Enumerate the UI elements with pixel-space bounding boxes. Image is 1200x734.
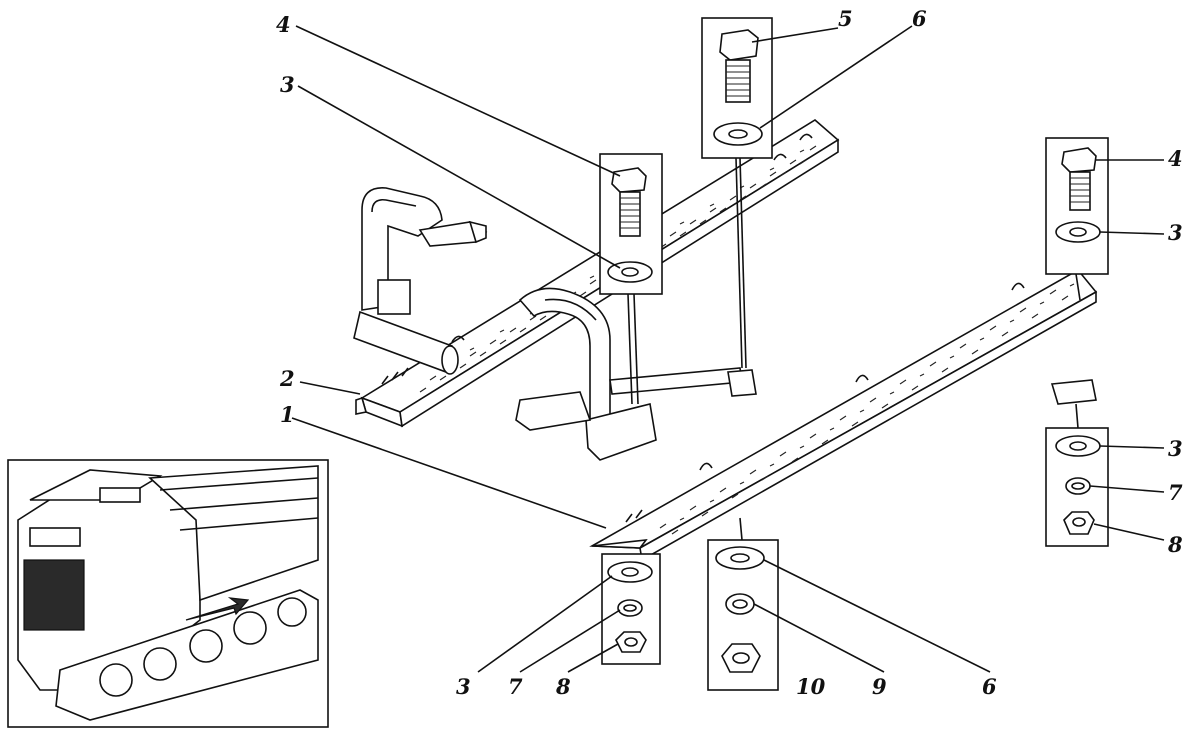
detail-box-plate-3-7-8 [1045,379,1109,547]
callout-4-right: 4 [1168,146,1183,171]
callout-4-top: 4 [276,12,291,37]
detail-box-bolt-4-left [599,153,663,295]
callout-3-bottom: 3 [456,674,471,699]
callout-5: 5 [838,6,853,31]
callout-3-top: 3 [280,72,295,97]
callout-2: 2 [279,366,295,391]
callout-7-bottom: 7 [508,674,523,699]
detail-box-nut-6-9-10 [707,539,779,691]
footstep-right [589,268,1098,562]
detail-box-bolt-4-right [1045,137,1109,275]
callout-3-right: 3 [1168,220,1183,245]
callout-9: 9 [872,674,887,699]
callout-8-bottom: 8 [555,674,571,699]
detail-box-nut-3-7-8 [601,553,661,665]
footstep-left [353,119,840,461]
callout-6-bottom: 6 [982,674,997,699]
detail-box-bolt-5 [701,17,773,159]
vehicle-inset [7,459,329,728]
callout-10: 10 [796,674,826,699]
callout-7-right: 7 [1168,480,1183,505]
callout-8-right: 8 [1167,532,1183,557]
callout-1: 1 [280,402,295,427]
callout-6-top: 6 [912,6,927,31]
callout-3-right-lower: 3 [1168,436,1183,461]
callout-labels: 4 3 2 1 5 6 4 3 3 7 8 3 7 8 10 9 6 [276,6,1183,699]
leader-lines [291,25,1165,673]
